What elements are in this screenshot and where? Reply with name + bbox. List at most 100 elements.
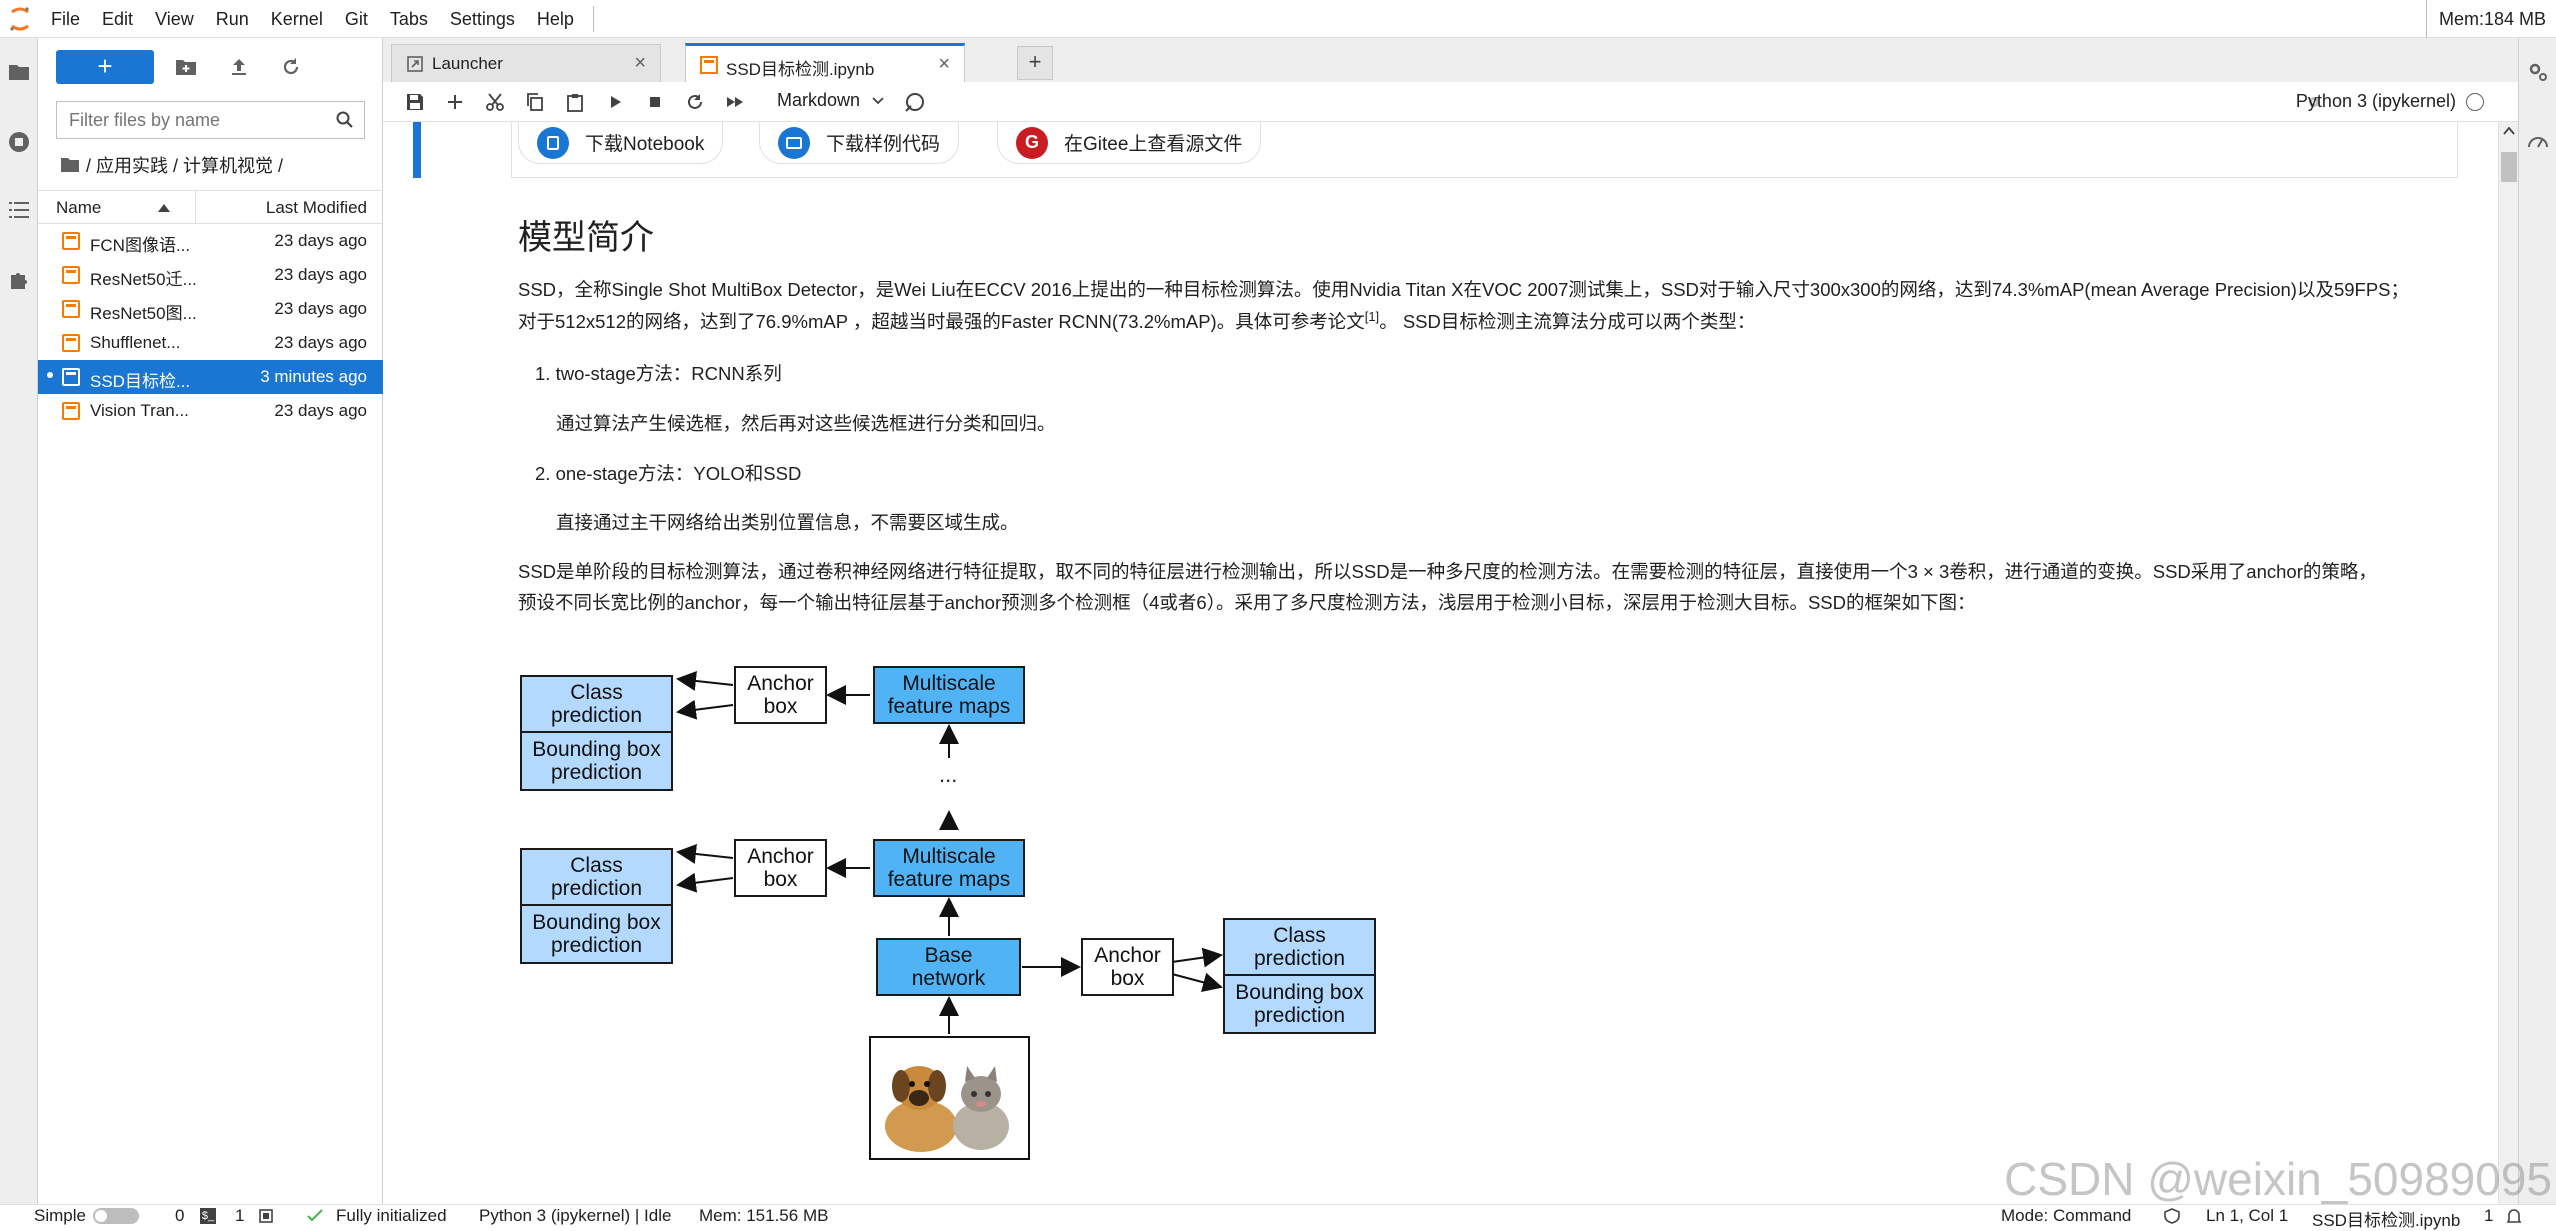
- menu-kernel[interactable]: Kernel: [270, 8, 323, 29]
- column-last-modified[interactable]: Last Modified: [265, 198, 367, 217]
- notebook-badge-icon: [537, 126, 569, 159]
- menu-view[interactable]: View: [155, 8, 194, 29]
- menu-edit[interactable]: Edit: [102, 8, 134, 29]
- file-name: Shufflenet...: [90, 333, 181, 352]
- file-modified: 3 minutes ago: [260, 367, 367, 386]
- git-diff-icon[interactable]: [903, 90, 927, 114]
- jupyter-logo-icon[interactable]: [0, 0, 40, 38]
- cut-icon[interactable]: [485, 92, 505, 112]
- box-label: Class prediction: [550, 681, 643, 727]
- notebook-icon: [62, 368, 80, 386]
- class-prediction-box: Class prediction: [520, 848, 673, 906]
- notebook-icon: [62, 402, 80, 420]
- download-sample-code-link[interactable]: 下载样例代码: [759, 122, 960, 164]
- kernel-status[interactable]: Python 3 (ipykernel) | Idle: [479, 1206, 672, 1225]
- file-row[interactable]: Shufflenet... 23 days ago: [38, 326, 383, 360]
- download-notebook-link[interactable]: 下载Notebook: [518, 122, 724, 164]
- watermark: CSDN @weixin_50989095: [2004, 1153, 2552, 1205]
- refresh-icon[interactable]: [280, 56, 302, 78]
- close-icon[interactable]: ×: [634, 52, 646, 74]
- box-label: Bounding box prediction: [1235, 981, 1364, 1027]
- breadcrumb[interactable]: / 应用实践 / 计算机视觉 /: [60, 152, 283, 178]
- paste-icon[interactable]: [565, 92, 585, 112]
- search-icon: [336, 111, 353, 128]
- view-on-gitee-link[interactable]: G 在Gitee上查看源文件: [997, 122, 1262, 164]
- anchor-box: Anchor box: [1081, 938, 1174, 996]
- kernel-name[interactable]: Python 3 (ipykernel): [2295, 91, 2456, 111]
- file-row[interactable]: ResNet50迁... 23 days ago: [38, 258, 383, 292]
- file-row[interactable]: Vision Tran... 23 days ago: [38, 394, 383, 428]
- cell-type-select[interactable]: Markdown: [777, 90, 885, 111]
- anchor-box: Anchor box: [734, 839, 827, 897]
- menu-file[interactable]: File: [51, 8, 81, 29]
- menu-settings[interactable]: Settings: [449, 8, 515, 29]
- fast-forward-icon[interactable]: [725, 92, 745, 112]
- breadcrumb-path[interactable]: / 应用实践 / 计算机视觉 /: [86, 156, 284, 176]
- toggle-knob: [95, 1210, 107, 1222]
- code-badge-icon: [778, 126, 810, 159]
- new-tab-button[interactable]: +: [1017, 46, 1053, 80]
- close-icon[interactable]: ×: [938, 53, 950, 75]
- left-activity-bar: [0, 38, 38, 1204]
- upload-icon[interactable]: [228, 56, 250, 78]
- command-mode: Mode: Command: [2001, 1206, 2132, 1225]
- run-icon[interactable]: [605, 92, 625, 112]
- reference-link[interactable]: [1]: [1364, 308, 1380, 324]
- menu-help[interactable]: Help: [536, 8, 574, 29]
- list-item-title: 1. two-stage方法：RCNN系列: [535, 363, 782, 384]
- file-row[interactable]: ResNet50图... 23 days ago: [38, 292, 383, 326]
- memory-usage: Mem: 151.56 MB: [699, 1206, 829, 1225]
- trust-shield-icon[interactable]: [2163, 1208, 2181, 1224]
- paragraph-line: SSD，全称Single Shot MultiBox Detector，是Wei…: [518, 279, 2410, 300]
- paragraph-line: 预设不同长宽比例的anchor，每一个输出特征层基于anchor预测多个检测框（…: [518, 592, 1976, 613]
- terminal-count[interactable]: 0: [175, 1206, 185, 1225]
- main-area: Launcher × SSD目标检测.ipynb × + Markdown Py…: [383, 38, 2518, 1204]
- file-row[interactable]: FCN图像语... 23 days ago: [38, 224, 383, 258]
- folder-icon[interactable]: [7, 60, 31, 84]
- restart-icon[interactable]: [685, 92, 705, 112]
- new-launcher-button[interactable]: +: [56, 50, 154, 84]
- kernel-settings-icon[interactable]: [2306, 94, 2322, 110]
- save-icon[interactable]: [405, 92, 425, 112]
- scrollbar-thumb[interactable]: [2501, 152, 2517, 182]
- menubar-divider: [592, 5, 594, 32]
- kernel-count[interactable]: 1: [235, 1206, 245, 1225]
- file-name: ResNet50迁...: [90, 270, 197, 289]
- stop-icon[interactable]: [645, 92, 665, 112]
- menu-tabs[interactable]: Tabs: [389, 8, 428, 29]
- column-name[interactable]: Name: [56, 198, 102, 217]
- chevron-up-icon[interactable]: [2503, 126, 2515, 136]
- simple-mode-toggle[interactable]: [93, 1208, 139, 1224]
- paragraph-line: 对于512x512的网络，达到了76.9%mAP ，超越当时最强的Faster …: [518, 308, 1755, 334]
- notification-count[interactable]: 1: [2484, 1206, 2494, 1225]
- file-filter-input[interactable]: [57, 102, 317, 138]
- debugger-icon[interactable]: [2526, 130, 2550, 154]
- running-kernels-icon[interactable]: [7, 130, 31, 154]
- table-of-contents-icon[interactable]: [7, 198, 31, 222]
- box-label: Anchor box: [747, 672, 814, 718]
- file-filter-field[interactable]: [56, 101, 365, 139]
- box-label: Bounding box prediction: [532, 738, 661, 784]
- menu-git[interactable]: Git: [344, 8, 368, 29]
- box-label: Class prediction: [550, 854, 643, 900]
- cursor-position[interactable]: Ln 1, Col 1: [2206, 1206, 2289, 1225]
- copy-icon[interactable]: [525, 92, 545, 112]
- file-browser: + / 应用实践 / 计算机视觉 / Name Last Modified FC…: [38, 38, 383, 1204]
- dog-and-cat-image: [885, 1066, 1009, 1152]
- lsp-status[interactable]: Fully initialized: [336, 1206, 447, 1225]
- menu-run[interactable]: Run: [215, 8, 249, 29]
- cell-type-value: Markdown: [777, 90, 861, 110]
- add-cell-icon[interactable]: [445, 92, 465, 112]
- folder-icon: [61, 158, 79, 172]
- new-folder-icon[interactable]: [175, 56, 197, 78]
- extension-manager-icon[interactable]: [7, 268, 31, 292]
- lsp-status-icon[interactable]: [306, 1208, 324, 1224]
- tab-launcher[interactable]: Launcher ×: [391, 44, 661, 82]
- property-inspector-icon[interactable]: [2526, 60, 2550, 84]
- bell-icon[interactable]: [2506, 1207, 2522, 1225]
- tab-ssd-notebook[interactable]: SSD目标检测.ipynb ×: [685, 43, 965, 82]
- file-name: FCN图像语...: [90, 236, 191, 255]
- vertical-scrollbar[interactable]: [2498, 122, 2518, 1204]
- file-row-selected[interactable]: SSD目标检... 3 minutes ago: [38, 360, 383, 394]
- menubar: File Edit View Run Kernel Git Tabs Setti…: [0, 0, 2556, 38]
